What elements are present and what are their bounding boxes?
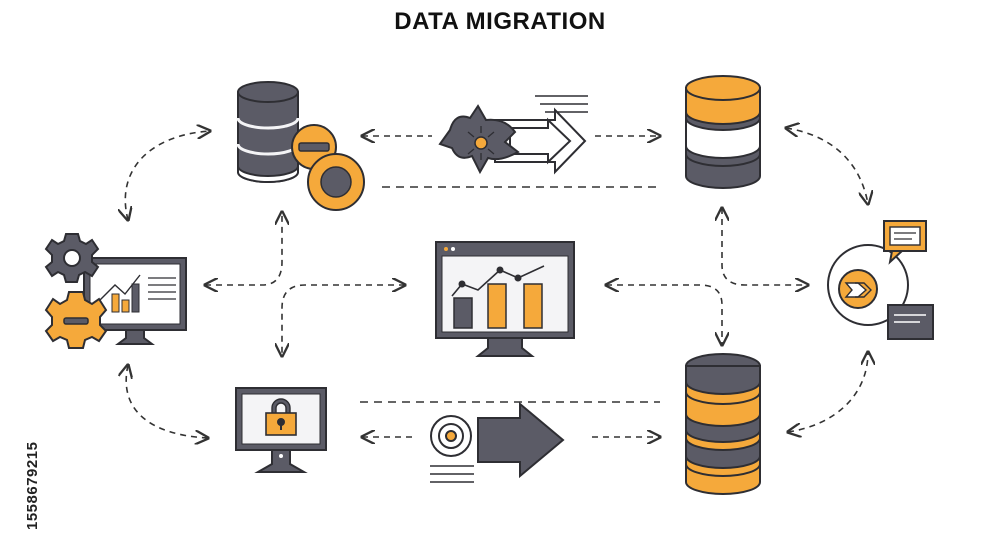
record-icon — [307, 153, 365, 211]
rocket-transfer-icon — [438, 95, 588, 175]
gear-icon — [44, 233, 108, 349]
page-title: DATA MIGRATION — [394, 8, 606, 35]
connector-orange-db-to-share — [786, 128, 868, 204]
connector-right-to-share — [722, 208, 808, 285]
big-arrow-icon — [477, 401, 565, 479]
document-icon — [887, 304, 934, 340]
database-remove-icon — [236, 81, 300, 183]
target-icon — [430, 415, 474, 483]
connector-hub-left — [205, 212, 282, 285]
chat-bubble-icon — [883, 220, 927, 265]
connector-hub-right — [282, 285, 405, 356]
connector-gear-to-lock — [126, 365, 208, 438]
connector-gear-to-top-db — [125, 131, 210, 220]
connector-lines — [125, 128, 868, 438]
connector-bottom-db-to-share — [788, 352, 868, 432]
database-icon — [685, 75, 761, 189]
database-stack-icon — [685, 353, 761, 495]
lock-monitor-icon — [235, 387, 327, 473]
connector-chart-to-right — [606, 285, 722, 345]
chart-monitor-icon — [435, 241, 575, 357]
